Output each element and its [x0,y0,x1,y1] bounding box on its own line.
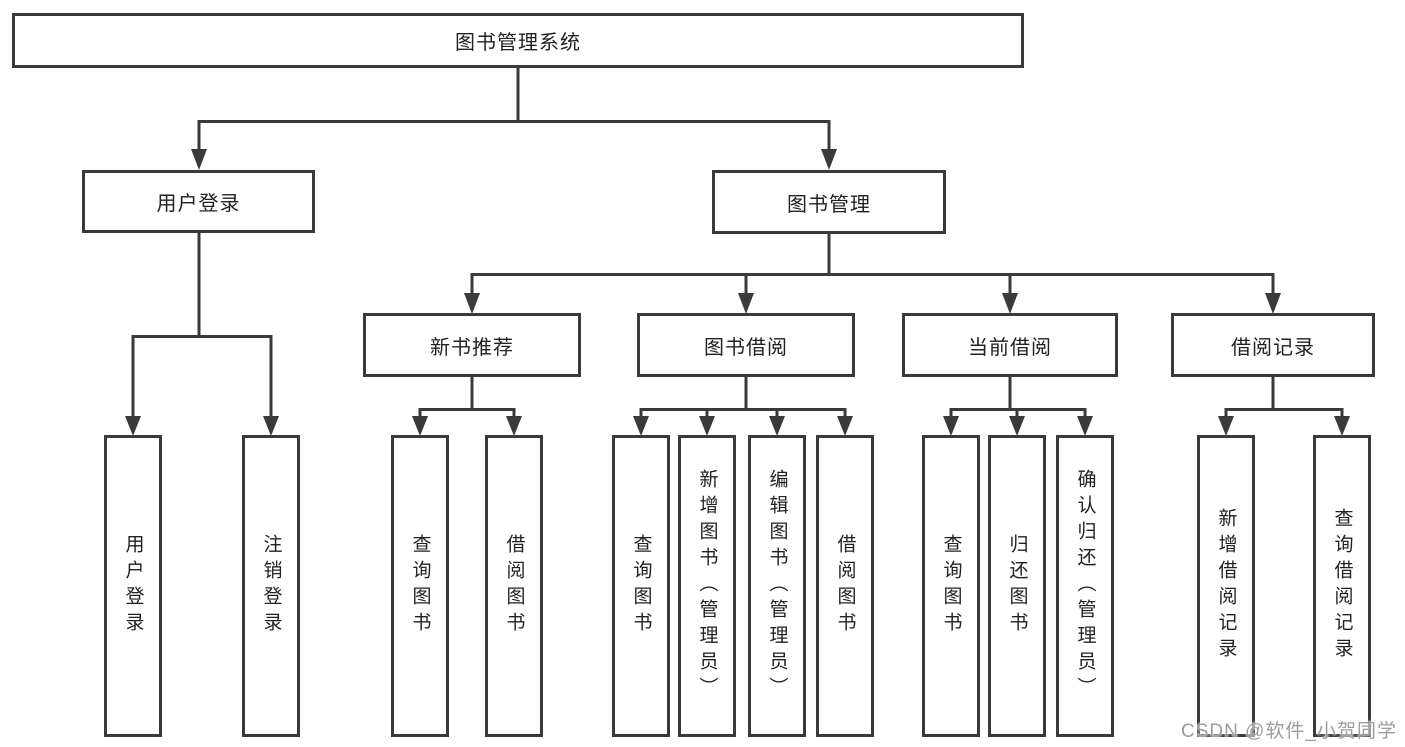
node-query-books-current: 查询图书 [922,435,980,737]
node-user-login: 用户登录 [82,170,315,233]
arrow-down-icon [821,149,837,170]
arrow-down-icon [506,416,522,436]
node-label: 图书管理 [787,193,871,216]
arrow-down-icon [1218,416,1234,436]
node-logout-leaf: 注销登录 [242,435,300,737]
node-borrow-books-recommend: 借阅图书 [485,435,543,737]
arrow-down-icon [738,293,754,314]
node-label: 查询借阅记录 [1331,508,1353,664]
node-add-books-admin: 新增图书（管理员） [678,435,736,737]
csdn-watermark: CSDN @软件_小贺同学 [1181,721,1397,742]
node-book-borrowing: 图书借阅 [637,313,855,377]
arrow-down-icon [412,416,428,436]
node-label: 图书借阅 [704,336,788,359]
edge-root-split [197,66,831,152]
arrow-down-icon [1009,416,1025,436]
arrow-down-icon [1077,416,1093,436]
node-label: 用户登录 [122,534,144,638]
node-label: 确认归还（管理员） [1074,469,1096,703]
arrow-down-icon [263,416,279,436]
node-edit-books-admin: 编辑图书（管理员） [748,435,806,737]
arrow-down-icon [1002,293,1018,314]
arrow-down-icon [1334,416,1350,436]
arrow-down-icon [125,416,141,436]
edge-new-book-split [418,375,516,420]
node-label: 查询图书 [940,534,962,638]
edge-book-borrow-split [639,375,847,420]
node-label: 借阅图书 [503,534,525,638]
node-query-books-recommend: 查询图书 [391,435,449,737]
edge-book-mgmt-split [470,232,1275,296]
node-label: 归还图书 [1006,534,1028,638]
arrow-down-icon [633,416,649,436]
node-library-management-system: 图书管理系统 [12,13,1024,68]
node-label: 新增图书（管理员） [696,469,718,703]
node-label: 借阅图书 [834,534,856,638]
arrow-down-icon [943,416,959,436]
node-add-borrow-record: 新增借阅记录 [1197,435,1255,737]
node-label: 查询图书 [409,534,431,638]
node-label: 注销登录 [260,534,282,638]
node-borrow-books-leaf: 借阅图书 [816,435,874,737]
node-book-management: 图书管理 [712,170,946,234]
node-return-books: 归还图书 [988,435,1046,737]
node-label: 查询图书 [630,534,652,638]
edge-borrow-record-split [1224,375,1344,420]
arrow-down-icon [769,416,785,436]
node-query-books-borrowing: 查询图书 [612,435,670,737]
edge-user-login-split [131,231,273,420]
node-user-login-leaf: 用户登录 [104,435,162,737]
node-label: 用户登录 [156,193,241,215]
edge-current-borrow-split [949,375,1087,420]
node-label: 当前借阅 [968,336,1052,359]
node-borrowing-records: 借阅记录 [1171,313,1375,377]
arrow-down-icon [464,293,480,314]
arrow-down-icon [1265,293,1281,314]
node-label: 编辑图书（管理员） [766,469,788,703]
node-label: 借阅记录 [1231,336,1315,359]
node-label: 新增借阅记录 [1215,508,1237,664]
arrow-down-icon [699,416,715,436]
node-new-book-recommend: 新书推荐 [363,313,581,377]
node-label: 新书推荐 [430,336,514,359]
arrow-down-icon [191,149,207,170]
node-label: 图书管理系统 [455,32,581,54]
node-query-borrow-record: 查询借阅记录 [1313,435,1371,737]
node-current-borrowing: 当前借阅 [902,313,1118,377]
node-confirm-return-admin: 确认归还（管理员） [1056,435,1114,737]
arrow-down-icon [837,416,853,436]
